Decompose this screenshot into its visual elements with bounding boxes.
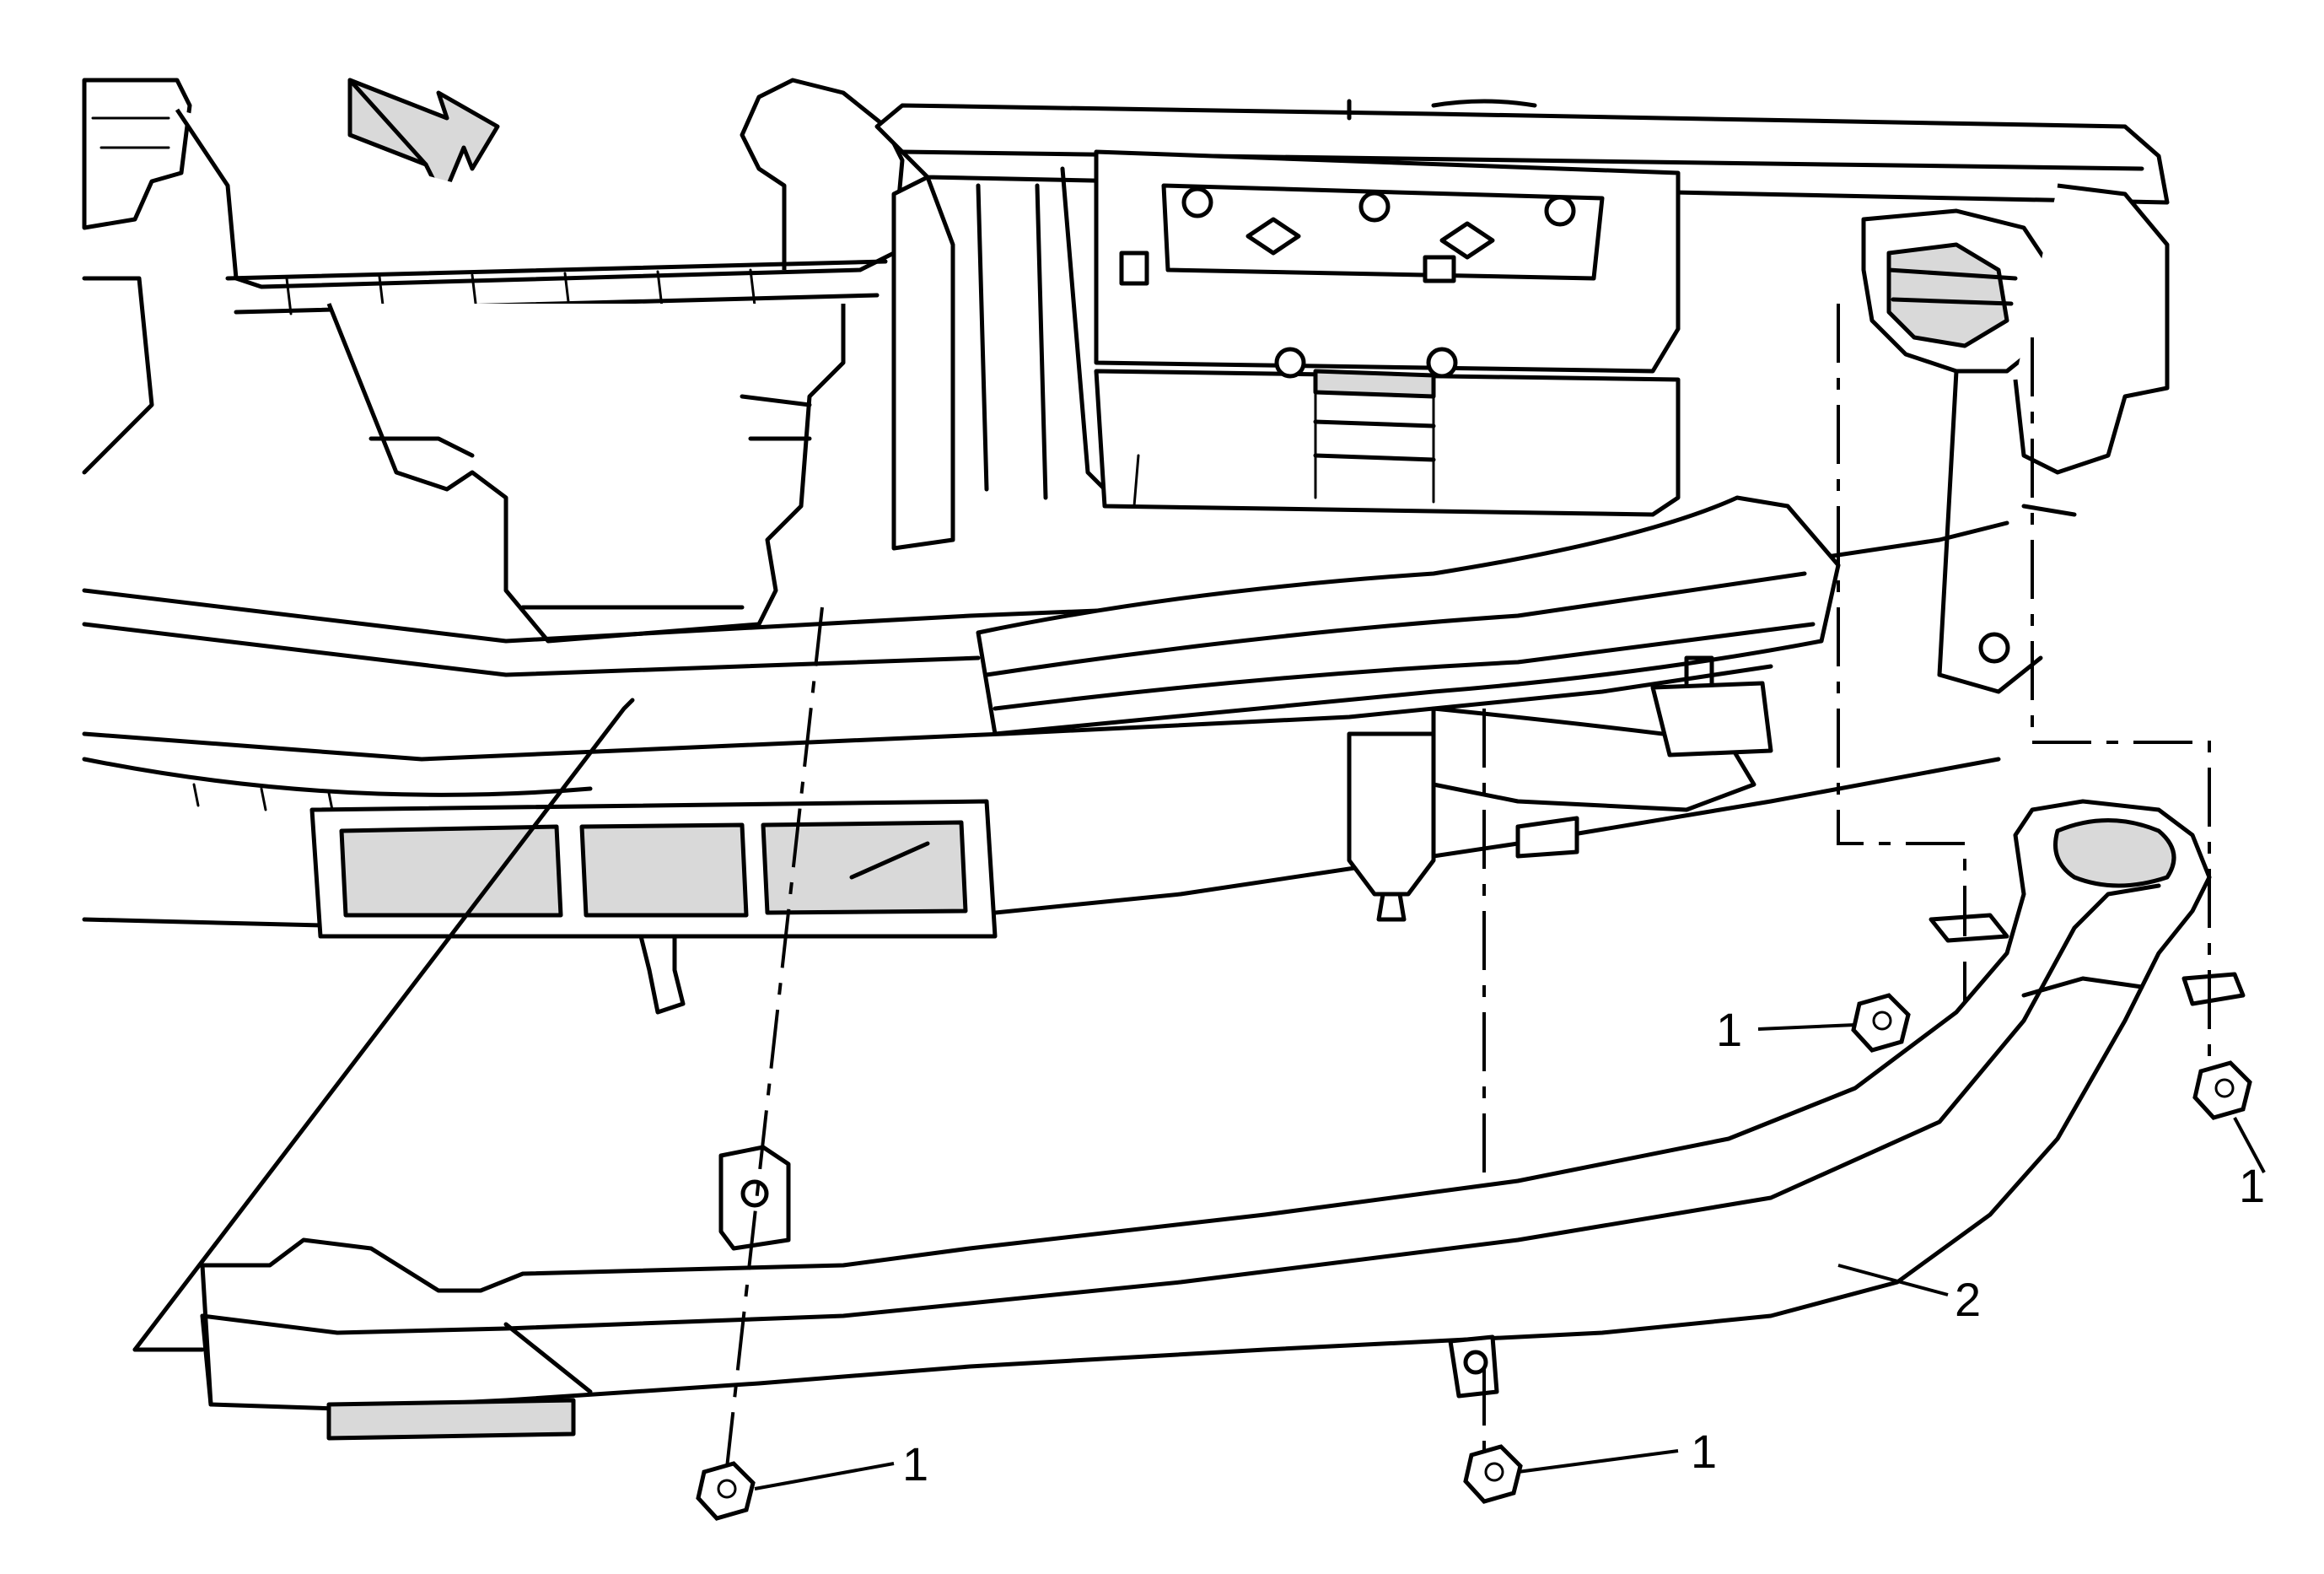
callout-1-left-bottom: 1 xyxy=(902,1437,928,1490)
alignment-line-5 xyxy=(2031,337,2211,1071)
nut-icon xyxy=(2192,1060,2252,1120)
cross-car-beam xyxy=(82,520,2009,1015)
nut-icon xyxy=(1851,993,1911,1053)
callout-1-right-edge: 1 xyxy=(2239,1159,2265,1212)
alignment-line-4 xyxy=(1837,304,1966,936)
alignment-line-1 xyxy=(725,606,824,1469)
installed-duct xyxy=(976,495,1841,812)
airbag-module xyxy=(1094,149,1681,517)
left-bracket-fragment xyxy=(82,78,192,475)
callout-1-right-upper: 1 xyxy=(1716,1003,1742,1056)
callout-2-duct: 2 xyxy=(1955,1273,1981,1326)
nut-icon xyxy=(696,1461,756,1521)
callout-1-center-bottom: 1 xyxy=(1691,1425,1717,1478)
callout-leader xyxy=(1757,1023,1856,1031)
projection-line-left xyxy=(132,698,635,1352)
callout-leader xyxy=(754,1462,895,1490)
right-side-vent xyxy=(1861,183,2170,694)
lower-duct xyxy=(200,799,2246,1441)
direction-arrow-icon xyxy=(347,78,500,201)
callout-leader xyxy=(1517,1449,1679,1474)
callout-leader xyxy=(2233,1117,2266,1173)
nut-icon xyxy=(1463,1444,1523,1504)
callout-leader xyxy=(1837,1264,1949,1296)
